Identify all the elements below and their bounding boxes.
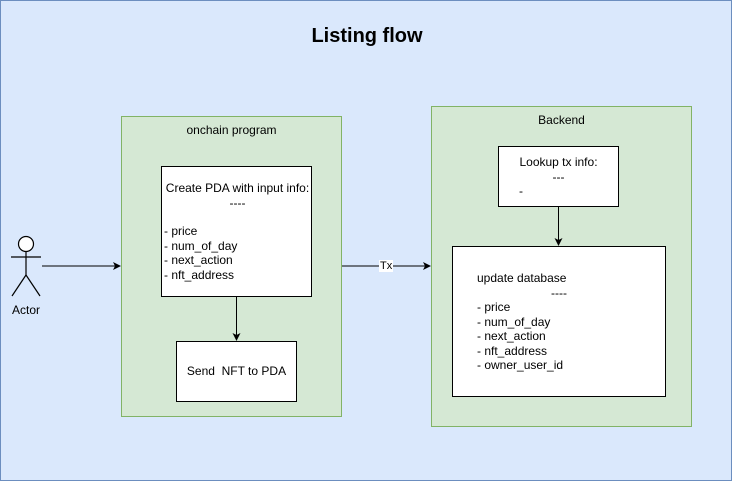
actor-label: Actor <box>11 303 40 317</box>
update-database-field: - price <box>477 300 511 314</box>
update-database-box[interactable]: update database ---- - price - num_of_da… <box>452 246 666 397</box>
create-pda-field: - price <box>164 224 198 238</box>
update-database-field: - next_action <box>477 329 546 343</box>
create-pda-field: - nft_address <box>164 267 235 282</box>
lookup-tx-box[interactable]: Lookup tx info: --- - <box>498 146 619 207</box>
update-database-separator: ---- <box>551 285 567 300</box>
update-database-field: - num_of_day <box>477 314 551 329</box>
send-nft-label: Send NFT to PDA <box>186 364 287 378</box>
tx-edge-label: Tx <box>379 260 394 272</box>
create-pda-box[interactable]: Create PDA with input info: ---- - price… <box>161 166 312 297</box>
create-pda-field: - next_action <box>164 253 233 267</box>
onchain-program-label: onchain program <box>186 123 277 137</box>
create-pda-separator: ---- <box>229 195 246 210</box>
update-database-heading: update database <box>477 271 567 285</box>
backend-label: Backend <box>538 113 585 127</box>
lookup-tx-separator: --- <box>552 169 565 184</box>
create-pda-field: - num_of_day <box>164 238 238 253</box>
actor-icon[interactable] <box>11 235 41 297</box>
create-pda-heading: Create PDA with input info: <box>165 181 310 195</box>
lookup-tx-field: - <box>519 184 523 198</box>
update-database-field: - nft_address <box>477 343 548 358</box>
diagram-title: Listing flow <box>311 25 423 47</box>
update-database-field: - owner_user_id <box>477 358 564 372</box>
lookup-tx-heading: Lookup tx info: <box>519 155 598 169</box>
send-nft-box[interactable]: Send NFT to PDA <box>176 341 297 402</box>
